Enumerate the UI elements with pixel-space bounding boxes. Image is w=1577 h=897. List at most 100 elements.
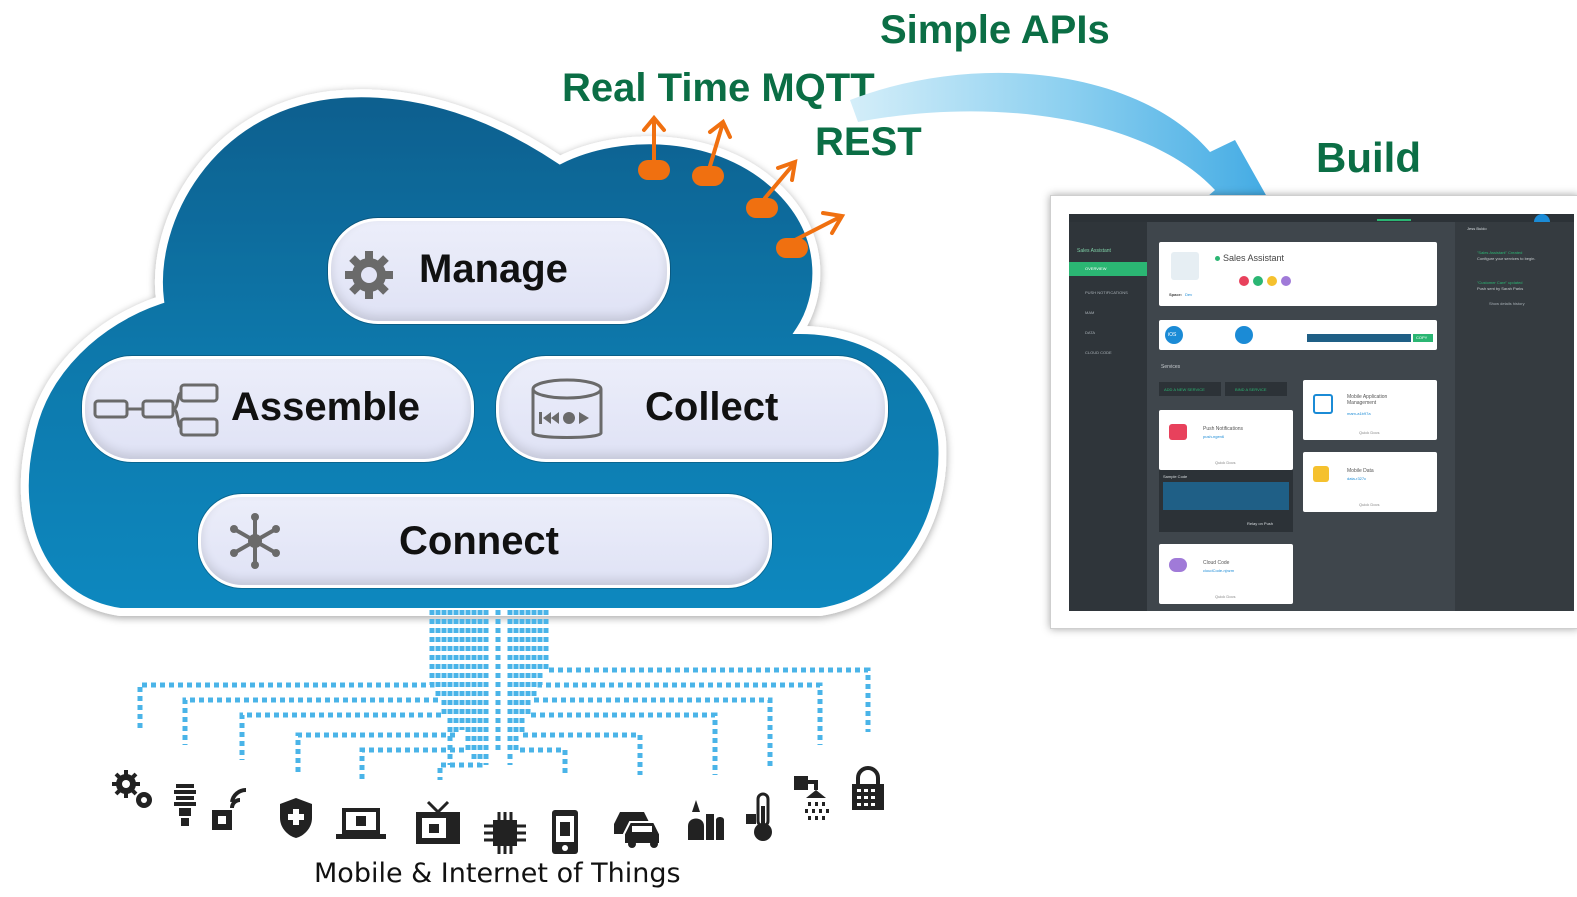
- thermometer-icon: [744, 790, 780, 849]
- nav-mam[interactable]: MAM: [1085, 310, 1095, 315]
- bubble-red-icon: [1239, 276, 1249, 286]
- sample-code-label: Sample Code: [1163, 474, 1188, 479]
- nav-push[interactable]: PUSH NOTIFICATIONS: [1085, 290, 1128, 295]
- activity-1-sub: Configure your services to begin.: [1477, 256, 1536, 261]
- space-label: Space:: [1169, 292, 1183, 297]
- shield-icon: [276, 796, 316, 845]
- mam-sub: mam-a1b97a: [1347, 411, 1371, 416]
- push-footer[interactable]: Quick Docs: [1215, 460, 1236, 465]
- ios-label: iOS: [1168, 332, 1177, 338]
- arrow-3: [763, 164, 794, 200]
- bubble-yellow-icon: [1267, 276, 1277, 286]
- app-overview-card: Sales Assistant Space: Dev: [1159, 242, 1437, 306]
- mam-icon: [1313, 394, 1333, 414]
- mam-footer[interactable]: Quick Docs: [1359, 430, 1380, 435]
- bind-service-label: BIND A SERVICE: [1235, 387, 1267, 392]
- dashboard-frame: Sales Assistant OVERVIEW PUSH NOTIFICATI…: [1069, 214, 1574, 611]
- gears-icon: [110, 768, 160, 823]
- bubble-green-icon: [1253, 276, 1263, 286]
- collect-label: Collect: [645, 385, 779, 429]
- connect-label: Connect: [399, 519, 559, 563]
- app-icon: [1171, 252, 1199, 280]
- push-icon: [1169, 424, 1187, 440]
- manage-pill[interactable]: Manage: [328, 218, 670, 324]
- rest-label: REST: [815, 120, 922, 164]
- data-sub: data-r327c: [1347, 476, 1367, 481]
- port-1: [638, 160, 670, 180]
- shower-icon: [790, 772, 840, 831]
- data-card[interactable]: Mobile Data data-r327c Quick Docs: [1303, 452, 1437, 512]
- nav-data[interactable]: DATA: [1085, 330, 1096, 335]
- activity-panel: [1455, 222, 1574, 611]
- activity-user: Jess Buldo: [1467, 226, 1487, 231]
- phone-icon: [550, 808, 580, 861]
- cloud-code-title: Cloud Code: [1203, 560, 1230, 566]
- show-history-link[interactable]: Show details history: [1489, 301, 1525, 306]
- realtime-mqtt-label: Real Time MQTT: [562, 66, 875, 110]
- sidebar-title: Sales Assistant: [1077, 248, 1111, 254]
- app-name: Sales Assistant: [1223, 253, 1285, 263]
- sample-code-panel: Sample Code Relay on Push: [1159, 470, 1293, 532]
- push-card[interactable]: Push Notifications push-ngen6 Quick Docs: [1159, 410, 1293, 470]
- iot-caption: Mobile & Internet of Things: [314, 858, 681, 889]
- manage-label: Manage: [419, 247, 568, 291]
- copy-api-button[interactable]: [1413, 334, 1433, 342]
- simple-apis-label: Simple APIs: [880, 8, 1110, 52]
- activity-2-sub: Push sent by Sarah Parks: [1477, 286, 1524, 291]
- nav-overview[interactable]: OVERVIEW: [1085, 266, 1107, 271]
- ios-badge: [1165, 326, 1183, 344]
- mam-card[interactable]: Mobile Application Management mam-a1b97a…: [1303, 380, 1437, 440]
- arrow-2: [708, 124, 724, 168]
- assemble-pill[interactable]: Assemble: [82, 356, 474, 462]
- wifi-chip-icon: [208, 786, 256, 841]
- cloud-code-footer[interactable]: Quick Docs: [1215, 594, 1236, 599]
- cars-icon: [610, 806, 664, 853]
- network-icon: [230, 513, 280, 569]
- data-title: Mobile Data: [1347, 468, 1374, 474]
- push-title: Push Notifications: [1203, 426, 1244, 432]
- tv-icon: [414, 800, 462, 853]
- ports-group: [638, 114, 846, 258]
- data-footer[interactable]: Quick Docs: [1359, 502, 1380, 507]
- port-4: [776, 238, 808, 258]
- lock-icon: [850, 766, 886, 817]
- cloud-code-icon: [1169, 558, 1187, 572]
- add-service-label: ADD A NEW SERVICE: [1164, 387, 1205, 392]
- cloud-code-sub: cloudCode-njnzm: [1203, 568, 1235, 573]
- port-2: [692, 166, 724, 186]
- bubble-purple-icon: [1281, 276, 1291, 286]
- assemble-label: Assemble: [231, 385, 420, 429]
- gear-icon: [345, 251, 393, 299]
- api-key-field[interactable]: [1307, 334, 1411, 342]
- sample-code-block: [1163, 482, 1289, 510]
- nav-overview-active[interactable]: [1069, 262, 1147, 276]
- bind-service-button[interactable]: [1225, 382, 1287, 396]
- food-icon: [678, 796, 726, 851]
- copy-api-label: COPY: [1416, 335, 1428, 340]
- space-value: Dev: [1185, 292, 1193, 297]
- flow-icon: [93, 383, 219, 437]
- status-dot: [1215, 256, 1220, 261]
- sdk-card: iOS COPY: [1159, 320, 1437, 350]
- mam-title: Mobile Application Management: [1347, 394, 1388, 406]
- cloud-shape: [20, 89, 947, 616]
- chip-icon: [484, 810, 526, 861]
- add-service-button[interactable]: [1159, 382, 1221, 396]
- relay-label[interactable]: Relay on Push: [1247, 521, 1274, 526]
- lightbulb-icon: [170, 780, 200, 835]
- service-bubbles: [1229, 276, 1319, 288]
- nav-cloud-code[interactable]: CLOUD CODE: [1085, 350, 1112, 355]
- connect-pill[interactable]: Connect: [198, 494, 772, 588]
- build-label: Build: [1316, 134, 1421, 181]
- curved-arrow: [850, 72, 1280, 220]
- laptop-icon: [336, 806, 386, 847]
- cloud-code-card[interactable]: Cloud Code cloudCode-njnzm Quick Docs: [1159, 544, 1293, 604]
- activity-1-title: "Sales Assistant" Created: [1477, 250, 1523, 255]
- data-icon: [1313, 466, 1329, 482]
- push-sub: push-ngen6: [1203, 434, 1225, 439]
- connection-lines: [137, 610, 871, 780]
- dashboard-sidebar: [1069, 222, 1147, 611]
- arrow-4: [793, 216, 840, 242]
- collect-pill[interactable]: Collect: [496, 356, 888, 462]
- services-label: Services: [1161, 364, 1181, 370]
